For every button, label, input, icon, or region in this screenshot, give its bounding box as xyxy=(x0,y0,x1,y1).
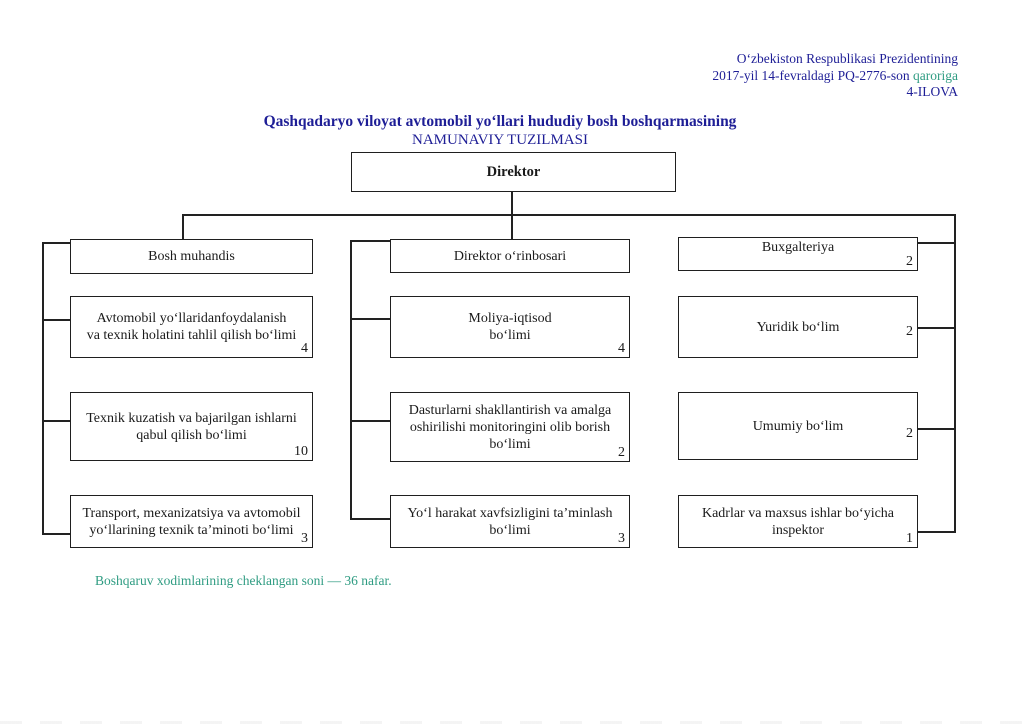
legal-reference-line2-text: 2017-yil 14-fevraldagi PQ-2776-son xyxy=(712,67,914,83)
org-box-kadrlar-inspektor: Kadrlar va maxsus ishlar bo‘yicha inspek… xyxy=(678,495,918,548)
org-box-texnik-kuzatish-label: Texnik kuzatish va bajarilgan ishlarni q… xyxy=(86,410,297,443)
org-box-direktor-label: Direktor xyxy=(486,163,541,180)
page-subtitle: NAMUNAVIY TUZILMASI xyxy=(412,132,588,148)
connector-stub-c2r4 xyxy=(350,518,390,520)
connector-spine-middle xyxy=(350,240,352,520)
staff-count: 2 xyxy=(906,254,913,269)
org-box-moliya-iqtisod: Moliya-iqtisod bo‘limi 4 xyxy=(390,296,630,358)
connector-stub-c1r4 xyxy=(42,533,70,535)
staff-count: 1 xyxy=(906,531,913,546)
connector-stub-c2r3 xyxy=(350,420,390,422)
connector-stub-c1r2 xyxy=(42,319,70,321)
org-box-yollardan-foydalanish: Avtomobil yo‘llaridanfoydalanish va texn… xyxy=(70,296,313,358)
staff-count: 3 xyxy=(301,531,308,546)
org-box-yuridik-bolim: Yuridik bo‘lim 2 xyxy=(678,296,918,358)
org-box-yol-harakat-xavfsizligi-label: Yo‘l harakat xavfsizligini ta’minlash bo… xyxy=(407,505,613,538)
org-box-transport-mexanizatsiya: Transport, mexanizatsiya va avtomobil yo… xyxy=(70,495,313,548)
org-box-moliya-iqtisod-label: Moliya-iqtisod bo‘limi xyxy=(468,311,552,343)
staff-count: 2 xyxy=(906,324,913,339)
connector-main-horizontal xyxy=(182,214,956,216)
org-box-dasturlar-monitoring: Dasturlarni shakllantirish va amalga osh… xyxy=(390,392,630,462)
staff-count: 4 xyxy=(618,341,625,356)
org-box-bosh-muhandis: Bosh muhandis xyxy=(70,239,313,274)
org-box-yuridik-bolim-label: Yuridik bo‘lim xyxy=(756,319,840,335)
legal-reference-annex: 4-ILOVA xyxy=(906,84,959,99)
scan-edge-artifact xyxy=(0,721,1024,724)
staff-count: 10 xyxy=(294,444,308,459)
staff-count: 2 xyxy=(618,445,625,460)
connector-stub-c3r4 xyxy=(918,531,956,533)
qaroriga-link[interactable]: qaroriga xyxy=(913,67,958,83)
org-box-dasturlar-monitoring-label: Dasturlarni shakllantirish va amalga osh… xyxy=(408,402,612,452)
org-box-umumiy-bolim-label: Umumiy bo‘lim xyxy=(752,418,844,434)
org-box-texnik-kuzatish: Texnik kuzatish va bajarilgan ishlarni q… xyxy=(70,392,313,461)
org-box-buxgalteriya: Buxgalteriya 2 xyxy=(678,237,918,271)
org-box-direktor-orinbosari-label: Direktor o‘rinbosari xyxy=(453,248,567,264)
connector-root-drop xyxy=(511,192,513,215)
connector-stub-c3r3 xyxy=(918,428,956,430)
legal-reference-line2: 2017-yil 14-fevraldagi PQ-2776-son qaror… xyxy=(712,68,958,85)
connector-spine-left xyxy=(42,242,44,535)
connector-stub-c2r1 xyxy=(350,240,390,242)
staff-limit-footnote: Boshqaruv xodimlarining cheklangan soni … xyxy=(95,573,392,588)
legal-reference-line1: O‘zbekiston Respublikasi Prezidentining xyxy=(736,51,958,66)
legal-reference: O‘zbekiston Respublikasi Prezidentining … xyxy=(712,51,958,101)
org-box-direktor: Direktor xyxy=(351,152,676,192)
staff-count: 4 xyxy=(301,341,308,356)
staff-count: 3 xyxy=(618,531,625,546)
connector-drop-col1 xyxy=(182,214,184,240)
org-box-bosh-muhandis-label: Bosh muhandis xyxy=(148,249,235,264)
connector-stub-c3r2 xyxy=(918,327,956,329)
page-title: Qashqadaryo viloyat avtomobil yo‘llari h… xyxy=(263,113,737,130)
org-box-transport-mexanizatsiya-label: Transport, mexanizatsiya va avtomobil yo… xyxy=(82,505,301,538)
staff-count: 2 xyxy=(906,426,913,441)
document-title: Qashqadaryo viloyat avtomobil yo‘llari h… xyxy=(0,113,1000,149)
connector-spine-right xyxy=(954,214,956,533)
org-box-direktor-orinbosari: Direktor o‘rinbosari xyxy=(390,239,630,273)
connector-drop-col2 xyxy=(511,214,513,240)
org-box-umumiy-bolim: Umumiy bo‘lim 2 xyxy=(678,392,918,460)
org-box-yollardan-foydalanish-label: Avtomobil yo‘llaridanfoydalanish va texn… xyxy=(86,311,297,343)
connector-stub-c1r1 xyxy=(42,242,70,244)
org-box-yol-harakat-xavfsizligi: Yo‘l harakat xavfsizligini ta’minlash bo… xyxy=(390,495,630,548)
org-box-buxgalteriya-label: Buxgalteriya xyxy=(761,240,835,255)
connector-stub-c3r1 xyxy=(918,242,956,244)
org-box-kadrlar-inspektor-label: Kadrlar va maxsus ishlar bo‘yicha inspek… xyxy=(701,505,895,538)
connector-stub-c1r3 xyxy=(42,420,70,422)
connector-stub-c2r2 xyxy=(350,318,390,320)
